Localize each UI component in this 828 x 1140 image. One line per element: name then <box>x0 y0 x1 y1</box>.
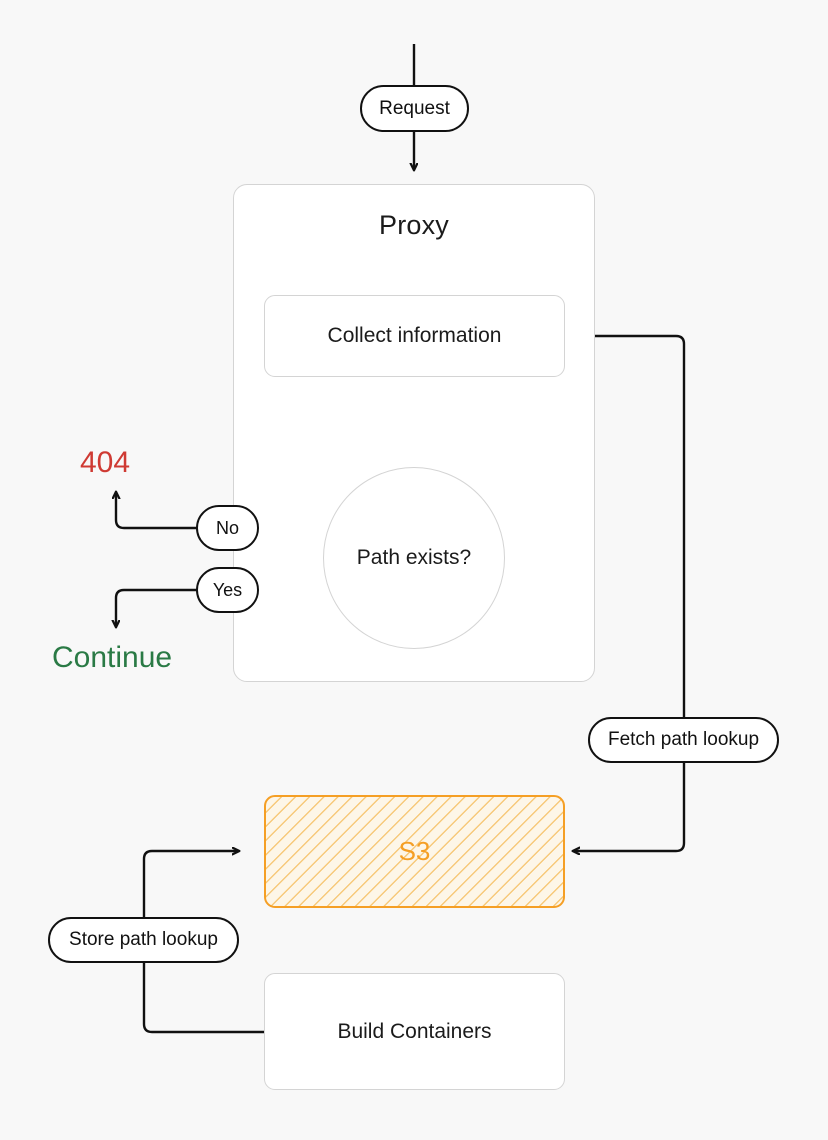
node-store-path-lookup-label: Store path lookup <box>69 929 218 950</box>
branch-yes-label: Yes <box>212 579 243 600</box>
node-s3-label: S3 <box>398 836 431 866</box>
node-build-containers-label: Build Containers <box>337 1019 492 1043</box>
node-build-containers[interactable]: Build Containers <box>264 973 565 1090</box>
edge-yes-to-continue <box>116 588 200 627</box>
edge-collect-to-s3-fetch <box>565 334 686 851</box>
result-404: 404 <box>80 442 160 484</box>
node-store-path-lookup[interactable]: Store path lookup <box>48 917 239 963</box>
node-collect-information[interactable]: Collect information <box>264 295 565 377</box>
decision-path-exists-label: Path exists? <box>356 546 472 569</box>
node-request[interactable]: Request <box>360 85 469 132</box>
proxy-group-title: Proxy <box>378 210 450 240</box>
branch-no[interactable]: No <box>196 505 259 551</box>
branch-yes[interactable]: Yes <box>196 567 259 613</box>
edge-no-to-404 <box>116 492 200 530</box>
node-s3[interactable]: S3 <box>264 795 565 908</box>
node-fetch-path-lookup[interactable]: Fetch path lookup <box>588 717 779 763</box>
result-404-label: 404 <box>80 446 131 479</box>
node-collect-information-label: Collect information <box>327 324 502 347</box>
node-request-label: Request <box>379 97 450 119</box>
branch-no-label: No <box>215 517 239 538</box>
node-fetch-path-lookup-label: Fetch path lookup <box>607 729 760 750</box>
result-continue: Continue <box>52 637 252 679</box>
result-continue-label: Continue <box>52 641 173 674</box>
decision-path-exists[interactable]: Path exists? <box>323 467 505 649</box>
